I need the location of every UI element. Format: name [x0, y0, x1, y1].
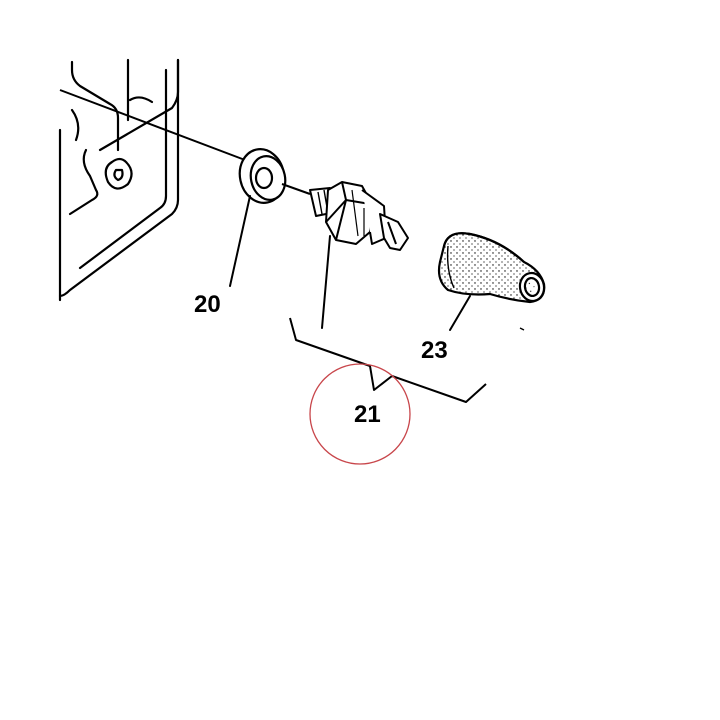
rubber-boot — [437, 232, 546, 304]
leader-washer — [229, 195, 251, 287]
assembly-axis-segment — [281, 183, 311, 195]
highlight-circle — [309, 363, 411, 465]
engine-housing — [58, 58, 180, 302]
leader-lines — [229, 195, 471, 331]
label-boot: 23 — [421, 337, 448, 364]
bracket-21 — [289, 317, 487, 403]
leader-boot — [449, 295, 471, 331]
small-mark — [519, 327, 525, 331]
assembly-axis-line — [59, 89, 246, 161]
label-switch: 21 — [354, 401, 381, 428]
leader-switch — [321, 235, 331, 329]
label-washer: 20 — [194, 291, 221, 318]
pressure-switch — [309, 181, 409, 251]
washer — [238, 148, 287, 204]
